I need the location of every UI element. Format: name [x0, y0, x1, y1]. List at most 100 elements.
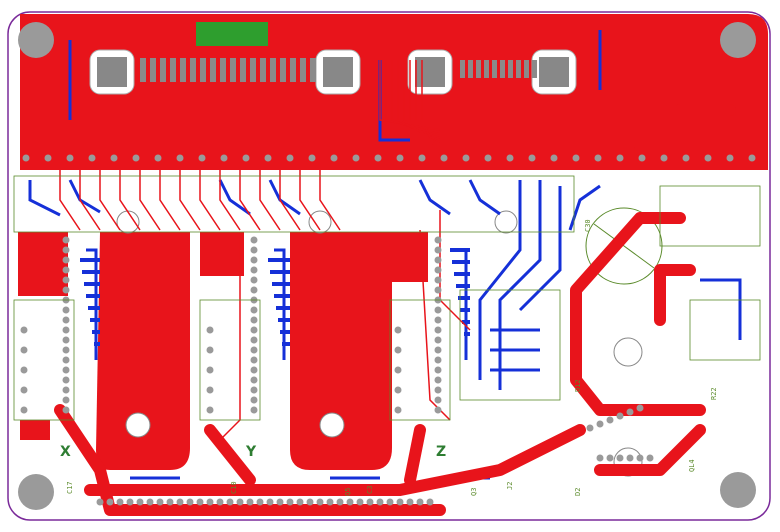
via-icon [62, 356, 70, 364]
via-icon [206, 326, 214, 334]
ic-pad [460, 60, 465, 78]
label-phase-x: X [60, 444, 71, 460]
via-icon [20, 346, 28, 354]
via-icon [394, 366, 402, 374]
via-icon [242, 154, 250, 162]
via-icon [250, 306, 258, 314]
via-icon [434, 276, 442, 284]
via-icon [250, 376, 258, 384]
via-icon [250, 346, 258, 354]
via-icon [616, 412, 624, 420]
via-icon [250, 316, 258, 324]
via-icon [704, 154, 712, 162]
via-icon [434, 266, 442, 274]
ic-pad [280, 58, 286, 82]
ic-pad [140, 58, 146, 82]
via-icon [206, 366, 214, 374]
via-icon [296, 498, 304, 506]
via-icon [506, 154, 514, 162]
via-icon [336, 498, 344, 506]
via-icon [426, 498, 434, 506]
power-stage-pours [18, 232, 428, 470]
ic-pad [310, 58, 316, 82]
via-icon [136, 498, 144, 506]
via-icon [396, 498, 404, 506]
via-icon [326, 498, 334, 506]
via-icon [176, 154, 184, 162]
silk-logo-block [196, 22, 268, 46]
ic-pad [492, 60, 497, 78]
via-icon [682, 154, 690, 162]
via-icon [20, 406, 28, 414]
ic-pad [532, 60, 537, 78]
via-icon [434, 236, 442, 244]
via-icon [266, 498, 274, 506]
via-icon [330, 154, 338, 162]
ic-pad [240, 58, 246, 82]
via-icon [418, 154, 426, 162]
via-icon [62, 336, 70, 344]
ic-pad [190, 58, 196, 82]
ic-pad [468, 60, 473, 78]
via-icon [394, 326, 402, 334]
via-icon [206, 406, 214, 414]
ic-pad [484, 60, 489, 78]
via-icon [626, 454, 634, 462]
via-icon [394, 406, 402, 414]
via-icon [62, 256, 70, 264]
via-icon [374, 154, 382, 162]
via-icon [198, 154, 206, 162]
ic-pad [524, 60, 529, 78]
via-icon [660, 154, 668, 162]
via-icon [462, 154, 470, 162]
via-icon [110, 154, 118, 162]
via-icon [352, 154, 360, 162]
ic-pad [300, 58, 306, 82]
via-icon [206, 346, 214, 354]
via-icon [250, 326, 258, 334]
label-r22: R22 [710, 387, 718, 400]
via-icon [250, 266, 258, 274]
via-icon [286, 154, 294, 162]
via-icon [62, 316, 70, 324]
via-icon [250, 256, 258, 264]
top-copper-pour-lower [20, 150, 768, 170]
via-icon [250, 356, 258, 364]
ic-pad-strip [140, 58, 537, 82]
via-icon [106, 498, 114, 506]
pour-holes [116, 210, 643, 477]
silkscreen-outlines [13, 175, 761, 421]
via-icon [264, 154, 272, 162]
via-icon [434, 376, 442, 384]
via-icon [638, 154, 646, 162]
via-icon [356, 498, 364, 506]
ic-pad [160, 58, 166, 82]
via-icon [396, 154, 404, 162]
label-q3: Q3 [470, 488, 478, 496]
via-icon [236, 498, 244, 506]
via-icon [186, 498, 194, 506]
via-icon [206, 386, 214, 394]
via-icon [96, 498, 104, 506]
via-icon [62, 386, 70, 394]
via-icon [250, 386, 258, 394]
via-icon [306, 498, 314, 506]
label-c30: C30 [584, 219, 592, 232]
via-icon [440, 154, 448, 162]
mount-hole-icon [720, 22, 756, 58]
via-icon [308, 154, 316, 162]
via-icon [386, 498, 394, 506]
via-icon [246, 498, 254, 506]
via-icon [376, 498, 384, 506]
label-c3: C3 [366, 486, 374, 494]
ic-pad [260, 58, 266, 82]
via-icon [22, 154, 30, 162]
via-icon [132, 154, 140, 162]
top-copper-pour [20, 14, 768, 170]
via-icon [62, 366, 70, 374]
ic-pad [476, 60, 481, 78]
via-icon [434, 366, 442, 374]
via-icon [434, 256, 442, 264]
via-icon [256, 498, 264, 506]
